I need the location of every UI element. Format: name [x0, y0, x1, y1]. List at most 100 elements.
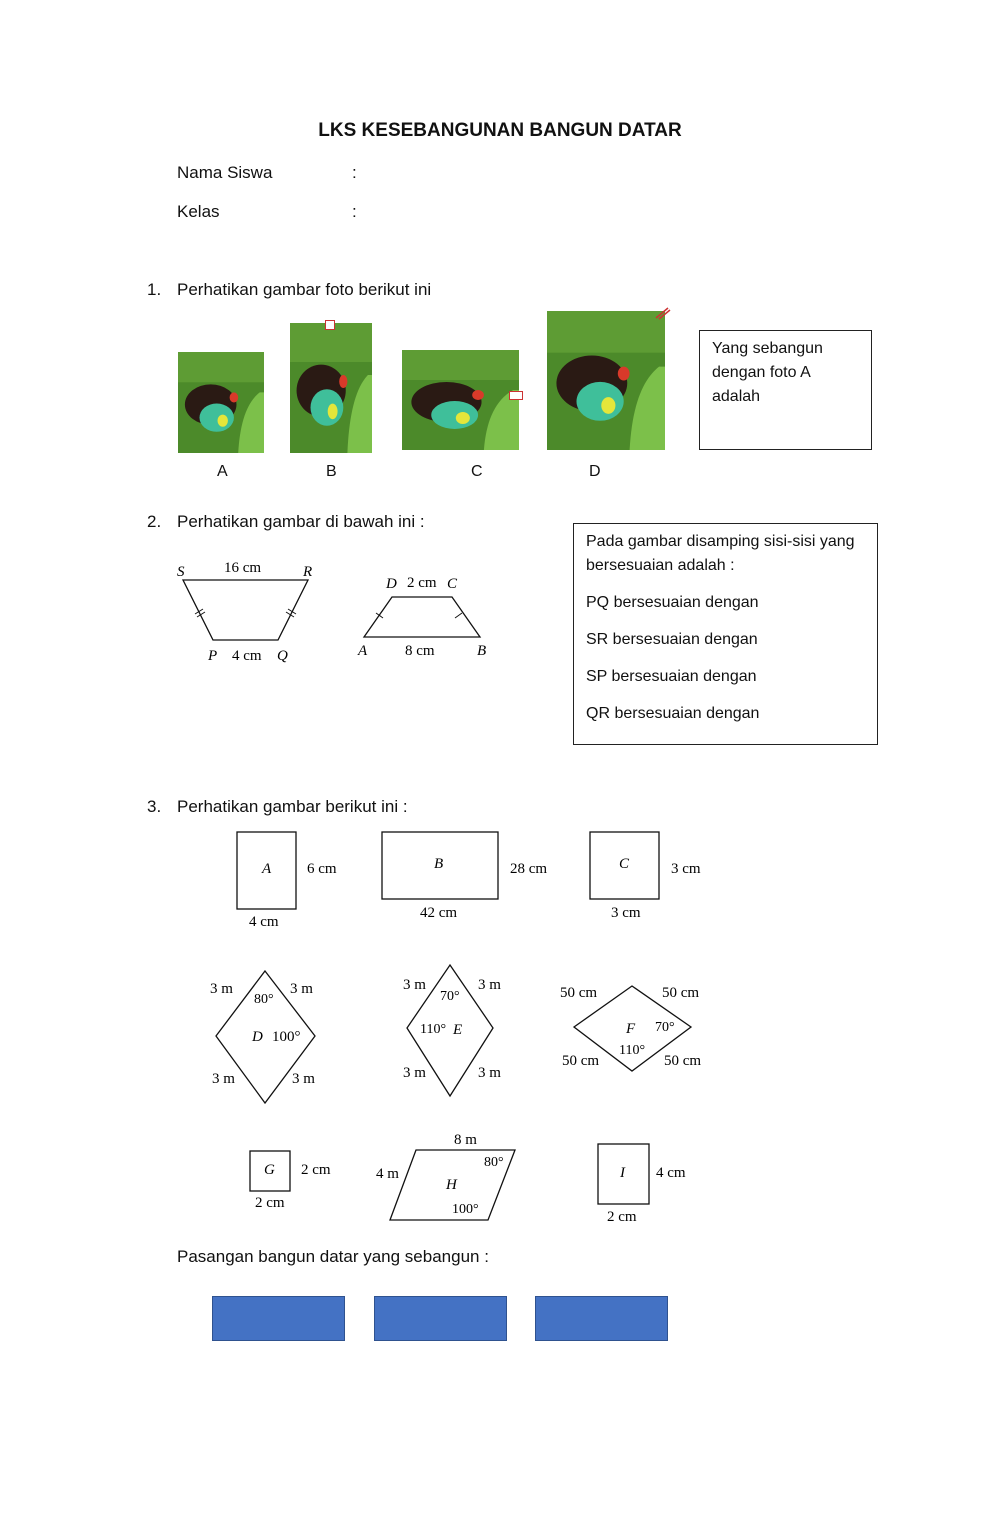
shape-d-label: D [251, 1029, 263, 1045]
photo-label-d: D [589, 463, 601, 480]
shape-f-rhombus [572, 985, 693, 1072]
butterfly-photo-b [290, 323, 372, 453]
shape-e-angle-left: 110° [420, 1022, 446, 1037]
photo-label-a: A [217, 463, 228, 480]
shape-g-side: 2 cm [301, 1162, 331, 1178]
side-dc-length: 2 cm [407, 575, 437, 591]
shape-a-rectangle [236, 831, 297, 910]
shape-d-angle-top: 80° [254, 992, 274, 1007]
vertex-b: B [477, 643, 486, 659]
shape-e-side-br: 3 m [478, 1065, 501, 1081]
student-name-colon: : [352, 163, 357, 182]
shape-a-bottom: 4 cm [249, 914, 279, 930]
shape-b-side: 28 cm [510, 861, 547, 877]
q1-answer-prompt: Yang sebangun dengan foto A adalah [712, 340, 823, 405]
trapezoid-diagram: S R P Q 16 cm 4 cm D C A B 2 cm 8 cm [177, 560, 486, 664]
shape-c-square [589, 831, 660, 900]
shape-h-parallelogram [389, 1149, 516, 1221]
shape-g-label: G [264, 1162, 275, 1178]
shape-i-label: I [619, 1165, 626, 1181]
shape-b-label: B [434, 856, 443, 872]
q1-number: 1. [147, 280, 162, 299]
shape-b-bottom: 42 cm [420, 905, 457, 921]
vertex-p: P [207, 648, 217, 664]
trapezoid-abcd [362, 596, 482, 638]
shape-h-angle-bottom: 100° [452, 1202, 479, 1217]
resize-handle-icon [509, 391, 523, 400]
resize-handle-icon [325, 320, 335, 330]
shape-h-top: 8 m [454, 1132, 477, 1148]
shape-d-side-tl: 3 m [210, 981, 233, 997]
answer-slot-1[interactable] [212, 1296, 345, 1341]
answer-slot-3[interactable] [535, 1296, 668, 1341]
shape-d-rhombus [215, 969, 316, 1105]
q1-answer-box[interactable]: Yang sebangun dengan foto A adalah [699, 330, 872, 450]
shape-h-label: H [445, 1177, 458, 1193]
side-sr-length: 16 cm [224, 560, 261, 576]
shape-f-side-tl: 50 cm [560, 985, 597, 1001]
butterfly-photo-c [402, 350, 519, 450]
vertex-c: C [447, 576, 458, 592]
shape-i-bottom: 2 cm [607, 1209, 637, 1225]
pair-label: Pasangan bangun datar yang sebangun : [177, 1247, 489, 1266]
shape-d-side-br: 3 m [292, 1071, 315, 1087]
class-colon: : [352, 202, 357, 221]
q3-text: Perhatikan gambar berikut ini : [177, 797, 408, 816]
shape-e-angle-top: 70° [440, 989, 460, 1004]
shape-a-side: 6 cm [307, 861, 337, 877]
student-name-label: Nama Siswa [177, 163, 273, 182]
shape-g-square [249, 1150, 291, 1192]
q2-answer-line-qr: QR bersesuaian dengan [586, 705, 760, 722]
butterfly-photo-a [178, 352, 264, 453]
vertex-s: S [177, 564, 185, 580]
vertex-d: D [385, 576, 397, 592]
shape-e-rhombus [406, 963, 494, 1098]
q3-number: 3. [147, 797, 162, 816]
vertex-r: R [302, 564, 312, 580]
rotate-handle-icon [655, 307, 671, 320]
photo-label-c: C [471, 463, 483, 480]
shape-f-side-br: 50 cm [664, 1053, 701, 1069]
answer-slot-2[interactable] [374, 1296, 507, 1341]
trapezoid-pqrs [181, 579, 310, 641]
photo-label-b: B [326, 463, 337, 480]
q2-number: 2. [147, 512, 162, 531]
shape-e-side-bl: 3 m [403, 1065, 426, 1081]
shape-d-angle-right: 100° [272, 1029, 301, 1045]
q2-answer-line-pq: PQ bersesuaian dengan [586, 594, 759, 611]
class-label: Kelas [177, 202, 220, 221]
butterfly-photo-d [547, 311, 665, 450]
shape-d-side-bl: 3 m [212, 1071, 235, 1087]
shape-g-bottom: 2 cm [255, 1195, 285, 1211]
page-title: LKS KESEBANGUNAN BANGUN DATAR [318, 120, 682, 141]
shape-h-angle-top: 80° [484, 1155, 504, 1170]
shape-c-label: C [619, 856, 630, 872]
vertex-a: A [357, 643, 368, 659]
shape-d-side-tr: 3 m [290, 981, 313, 997]
shape-c-bottom: 3 cm [611, 905, 641, 921]
shape-e-label: E [452, 1022, 462, 1038]
side-ab-length: 8 cm [405, 643, 435, 659]
shape-f-side-tr: 50 cm [662, 985, 699, 1001]
shapes-diagram: A 6 cm 4 cm B 28 cm 42 cm C 3 cm 3 cm 3 … [210, 831, 701, 1225]
vertex-q: Q [277, 648, 288, 664]
side-pq-length: 4 cm [232, 648, 262, 664]
shape-h-side: 4 m [376, 1166, 399, 1182]
q2-answer-line-sp: SP bersesuaian dengan [586, 668, 757, 685]
shape-a-label: A [261, 861, 272, 877]
q2-answer-box[interactable]: Pada gambar disamping sisi-sisi yang ber… [573, 523, 878, 745]
shape-f-angle-bottom: 110° [619, 1043, 645, 1058]
shape-e-side-tr: 3 m [478, 977, 501, 993]
shape-f-angle-right: 70° [655, 1020, 675, 1035]
q2-answer-intro: Pada gambar disamping sisi-sisi yang ber… [586, 533, 855, 574]
shape-f-side-bl: 50 cm [562, 1053, 599, 1069]
q1-text: Perhatikan gambar foto berikut ini [177, 280, 432, 299]
shape-b-rectangle [381, 831, 499, 900]
q2-answer-line-sr: SR bersesuaian dengan [586, 631, 758, 648]
q2-text: Perhatikan gambar di bawah ini : [177, 512, 425, 531]
shape-f-label: F [625, 1021, 636, 1037]
shape-i-side: 4 cm [656, 1165, 686, 1181]
shape-c-side: 3 cm [671, 861, 701, 877]
shape-i-rectangle [597, 1143, 650, 1205]
shape-e-side-tl: 3 m [403, 977, 426, 993]
